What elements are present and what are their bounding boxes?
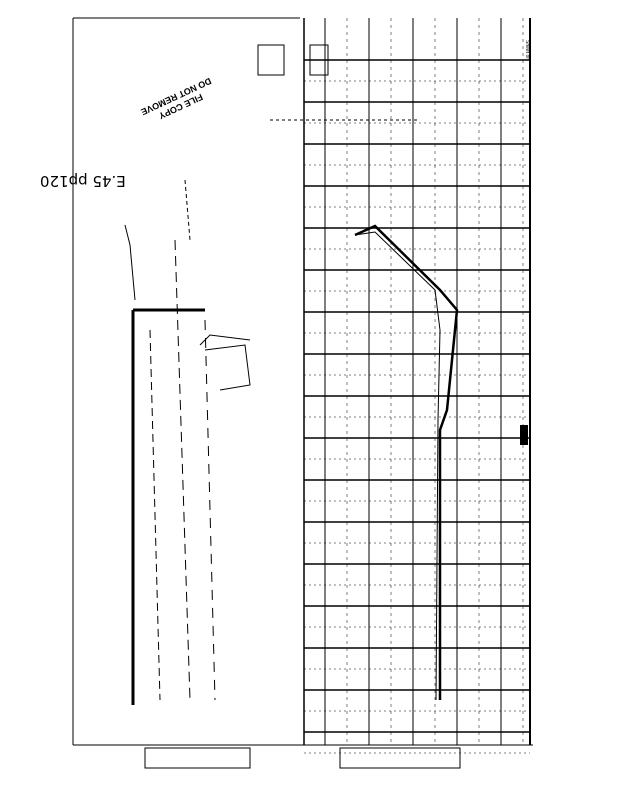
profile-lines [270, 119, 459, 701]
plan-view [124, 179, 251, 705]
title-block [144, 44, 528, 769]
profile-grid [304, 18, 530, 754]
frame [72, 17, 533, 746]
